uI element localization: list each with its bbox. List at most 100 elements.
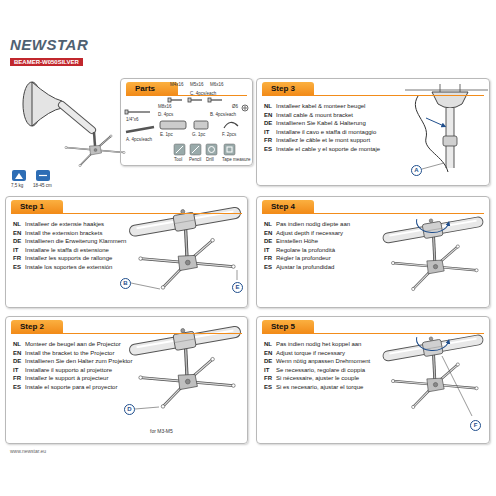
spec-value: 7,5 kg [11,183,23,188]
instruction-row: ENInstall cable & mount bracket [264,111,380,120]
instruction-row: ESInstale el soporte para el proyector [13,383,132,392]
step-heading: Step 5 [262,320,314,333]
instruction-text: Installez le support à projecteur [25,375,108,381]
instruction-text: Régler la profondeur [276,255,331,261]
note-text: for M3-M5 [150,428,173,434]
part-name: M6x16 [210,82,224,87]
instruction-text: Monteer de beugel aan de Projector [25,341,121,347]
callout-letter: A [411,165,422,176]
part-quantity: D. 4pcs [158,112,173,117]
step-heading: Step 1 [11,200,63,213]
instruction-text: Installeer de extensie haakjes [25,221,104,227]
callout-letter: B [120,278,131,289]
instruction-row: ITInstallare il supporto al projettore [13,366,132,375]
instruction-row: FRInstallez les supports de rallonge [13,254,126,263]
instruction-text: Wenn nötig anpassen Drehmoment [276,358,370,364]
language-code: DE [264,357,276,366]
language-code: IT [13,246,25,255]
tool-name: Pencil [189,157,201,162]
step-panel: Step 2 NLMonteer de beugel aan de Project… [5,316,248,444]
instruction-text: Installeer kabel & monteer beugel [276,103,365,109]
instruction-text: Installare le staffa di estensione [25,247,109,253]
part-quantity: E. 1pc [160,132,173,137]
part-quantity: F. 2pcs [222,132,236,137]
instruction-text: Adjust depth if necessary [276,230,343,236]
language-code: IT [264,128,276,137]
tab-rule [11,333,242,334]
instruction-row: NLMonteer de beugel aan de Projector [13,340,132,349]
instruction-row: DEWenn nötig anpassen Drehmoment [264,357,370,366]
part-name: M8x16 [158,104,172,109]
instruction-text: Pas indien nodig het koppel aan [276,341,361,347]
language-code: NL [264,220,276,229]
instruction-row: FRInstallez le câble et le mont support [264,136,380,145]
language-code: ES [264,263,276,272]
spec-icon [12,170,50,181]
language-code: FR [264,374,276,383]
tab-rule [262,333,484,334]
language-code: NL [13,220,25,229]
instruction-text: Installieren Sie den Halter zum Projekto… [25,358,132,364]
instruction-row: ITRegolare la profondità [264,246,350,255]
step-heading: Step 2 [11,320,63,333]
language-code: FR [264,136,276,145]
instruction-row: NLPas indien nodig diepte aan [264,220,350,229]
instruction-text: Pas indien nodig diepte aan [276,221,350,227]
instruction-row: ESSi es necesario, ajustar el torque [264,383,370,392]
mount-figure [23,82,125,167]
language-code: EN [264,111,276,120]
bracket-assembly [135,208,478,409]
instruction-row: ENAdjust torque if necessary [264,349,370,358]
language-code: DE [264,119,276,128]
tool-name: Tape measure [222,157,251,162]
tab-rule [126,95,247,96]
instruction-row: DEInstallieren Sie Kabel & Halterung [264,119,380,128]
instruction-text: Install cable & mount bracket [276,112,353,118]
instruction-text: Install the bracket to the Projector [25,350,114,356]
instruction-list: NLPas indien nodig het koppel aanENAdjus… [264,340,370,391]
instruction-row: FRRégler la profondeur [264,254,350,263]
instruction-row: NLPas indien nodig het koppel aan [264,340,370,349]
instruction-row: ESAjustar la profundidad [264,263,350,272]
instruction-row: ENInstall the extension brackets [13,229,126,238]
instruction-row: ENAdjust depth if necessary [264,229,350,238]
language-code: FR [264,254,276,263]
part-name: M4x16 [170,82,184,87]
instruction-row: FRSi nécessaire, ajuster le couple [264,374,370,383]
language-code: FR [13,374,25,383]
language-code: FR [13,254,25,263]
part-name: 1/4"x6 [126,117,139,122]
tool-name: Drill [206,157,214,162]
language-code: NL [13,340,25,349]
part-quantity: G. 1pc [192,132,205,137]
language-code: ES [264,383,276,392]
step-panel: Step 3NLInstalleer kabel & monteer beuge… [256,78,490,186]
instruction-text: Ajustar la profundidad [276,264,334,270]
tool-name: Tool [174,157,182,162]
instruction-text: Installare il supporto al projettore [25,367,112,373]
tab-rule [11,213,242,214]
language-code: ES [13,383,25,392]
instruction-row: ITInstallare le staffa di estensione [13,246,126,255]
instruction-text: Se necessario, regolare di coppia [276,367,365,373]
instruction-text: Installare il cavo e staffa di montaggio [276,129,376,135]
instruction-text: Install the extension brackets [25,230,102,236]
language-code: IT [264,366,276,375]
instruction-text: Installieren Sie Kabel & Halterung [276,120,366,126]
model-bar: BEAMER-W050SILVER [10,58,83,66]
instruction-text: Einstellen Höhe [276,238,318,244]
language-code: DE [264,237,276,246]
instruction-text: Adjust torque if necessary [276,350,345,356]
spec-value: 18-45 cm [33,183,52,188]
language-code: DE [13,357,25,366]
instruction-list: NLMonteer de beugel aan de ProjectorENIn… [13,340,132,391]
instruction-row: FRInstallez le support à projecteur [13,374,132,383]
step-panel: Step 1 NLInstalleer de extensie haakjesEN… [5,196,248,308]
leader-line [131,270,472,416]
instruction-row: ENInstall the bracket to the Projector [13,349,132,358]
language-code: EN [13,349,25,358]
part-quantity: A. 4pcs/each [126,137,152,142]
website-url: www.newstar.eu [10,448,46,454]
part-quantity: C. 4pcs/each [190,91,216,96]
callout-letter: F [470,420,481,431]
